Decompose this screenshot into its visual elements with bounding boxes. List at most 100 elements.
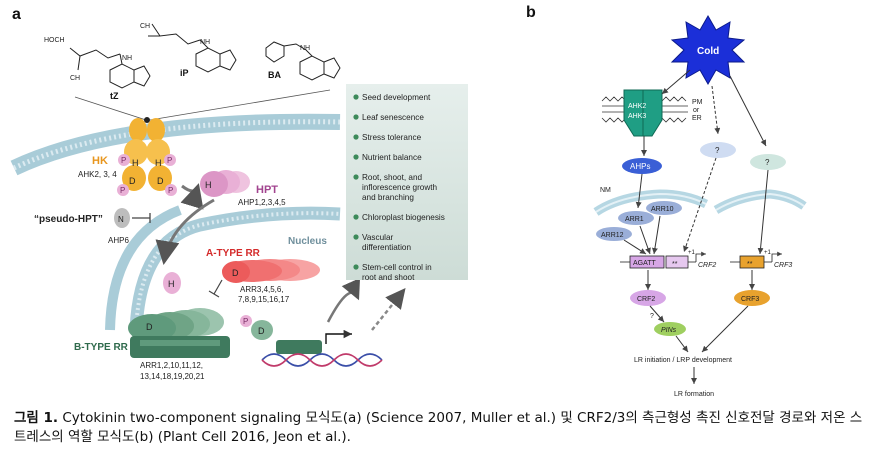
crf2-plus1: +1: [688, 250, 696, 256]
arr1-node: [618, 211, 654, 225]
pd-p: P: [243, 317, 248, 326]
nuclear-hpt-h: H: [168, 279, 175, 289]
ahps-node: [622, 158, 662, 174]
crf2-label: CRF2: [637, 296, 655, 303]
response-item: Chloroplast biogenesis: [362, 213, 445, 222]
unknown1-to-gene-arrow: [683, 157, 717, 253]
ahk2-label: AHK2: [628, 103, 646, 110]
a-type-list-2: 7,8,9,15,16,17: [238, 295, 290, 304]
hk-subtitle: AHK2, 3, 4: [78, 170, 117, 179]
crf2-stars: **: [672, 261, 678, 268]
arr12-label: ARR12: [601, 232, 624, 239]
hk-phospho-1: [118, 154, 130, 166]
pins-to-lr-arrow: [675, 335, 689, 353]
hk-phospho-2: [164, 154, 176, 166]
ahps-to-arr-arrow: [635, 173, 643, 209]
ahk3-label: AHK3: [628, 113, 646, 120]
crf2-to-pins-arrow: [649, 305, 665, 323]
b-type-list-2: 13,14,18,19,20,21: [140, 372, 205, 381]
pins-node: [654, 322, 686, 336]
lr-formation-label: LR formation: [674, 391, 714, 398]
tz-ch3-label: CH: [70, 75, 80, 82]
a-type-list-1: ARR3,4,5,6,: [240, 285, 284, 294]
tz-hoch-label: HOCH: [44, 37, 65, 44]
crf3-gene-label: CRF3: [774, 262, 792, 269]
unknown-node-2: [750, 154, 786, 170]
figure-caption: 그림 1. Cytokinin two-component signaling …: [14, 409, 874, 447]
unknown-node-1: [700, 142, 736, 158]
response-item: Stress tolerance: [362, 133, 422, 142]
ba-label: BA: [268, 70, 281, 80]
plasma-membrane: [10, 113, 341, 176]
caption-bold: 그림 1.: [14, 410, 59, 426]
pd-dna-binding: [276, 340, 322, 354]
response-item: Nutrient balance: [362, 153, 422, 162]
hk-p-3: P: [120, 186, 125, 195]
dna-helix: [261, 353, 383, 367]
hk-title: HK: [92, 155, 108, 167]
ahk-receptor: [623, 89, 663, 137]
output-dashed-arrow: [371, 288, 406, 331]
response-bullet-icon: [353, 214, 359, 220]
pins-label: PINs: [661, 327, 677, 334]
tz-nh-label: NH: [122, 55, 132, 62]
agatt-label: AGATT: [633, 260, 657, 267]
pd-phospho: [240, 315, 252, 327]
a-type-inhibition-bar: [208, 290, 220, 298]
crf2-node: [630, 290, 666, 306]
transcription-arrow: [325, 329, 352, 344]
ip-ch3-label: CH: [140, 23, 150, 30]
response-bullet-icon: [353, 154, 359, 160]
hk-h-left: H: [132, 158, 139, 168]
cold-to-ahk-arrow: [661, 69, 691, 95]
hk-phospho-3: [117, 184, 129, 196]
ahp6-label: AHP6: [108, 236, 129, 245]
arr10-to-gene-arrow: [651, 215, 661, 255]
hk-p-1: P: [121, 156, 126, 165]
crf3-tss-arrow: [771, 251, 782, 262]
hpt-h: H: [205, 180, 212, 190]
a-type-rr: [222, 259, 320, 283]
nuclear-membrane: [105, 205, 341, 331]
caption-text: Cytokinin two-component signaling 모식도(a)…: [14, 410, 863, 445]
hpt-protein: [200, 170, 250, 197]
response-bullet-icon: [353, 94, 359, 100]
cold-to-unknown2-arrow: [729, 75, 767, 147]
ip-nh-label: NH: [200, 39, 210, 46]
b-type-title: B-TYPE RR: [74, 342, 129, 353]
nm-label: NM: [600, 187, 611, 194]
tz-label: tZ: [110, 91, 119, 101]
nuclear-hpt: [163, 272, 181, 294]
crf3-stars: **: [747, 261, 753, 268]
unknown-2-label: ?: [765, 158, 770, 167]
response-bullet-icon: [353, 264, 359, 270]
a-type-title: A-TYPE RR: [206, 248, 261, 259]
response-bullet-icon: [353, 234, 359, 240]
response-bullet-icon: [353, 134, 359, 140]
crf3-plus1: +1: [764, 250, 772, 256]
hk-p-2: P: [167, 156, 172, 165]
crf2-tss-arrow: [695, 251, 706, 262]
b-type-rr: [128, 308, 230, 358]
arr1-label: ARR1: [625, 216, 644, 223]
cold-label: Cold: [697, 46, 719, 57]
unknown2-to-crf3-arrow: [757, 169, 769, 255]
hk-d-right: D: [157, 176, 164, 186]
arr10-label: ARR10: [651, 206, 674, 213]
crf3-to-lr-arrow: [701, 305, 749, 353]
crf3-node: [734, 290, 770, 306]
response-bullet-icon: [353, 114, 359, 120]
arr10-node: [646, 201, 682, 215]
ip-label: iP: [180, 68, 189, 78]
arr12-node: [596, 227, 632, 241]
b-type-list-1: ARR1,2,10,11,12,: [140, 361, 203, 370]
ahp6-protein: [114, 208, 130, 228]
hk-h-right: H: [155, 158, 162, 168]
response-bullet-icon: [353, 174, 359, 180]
hpt-to-nucleus-arrow: [155, 198, 215, 265]
panel-b-letter: b: [526, 4, 536, 21]
